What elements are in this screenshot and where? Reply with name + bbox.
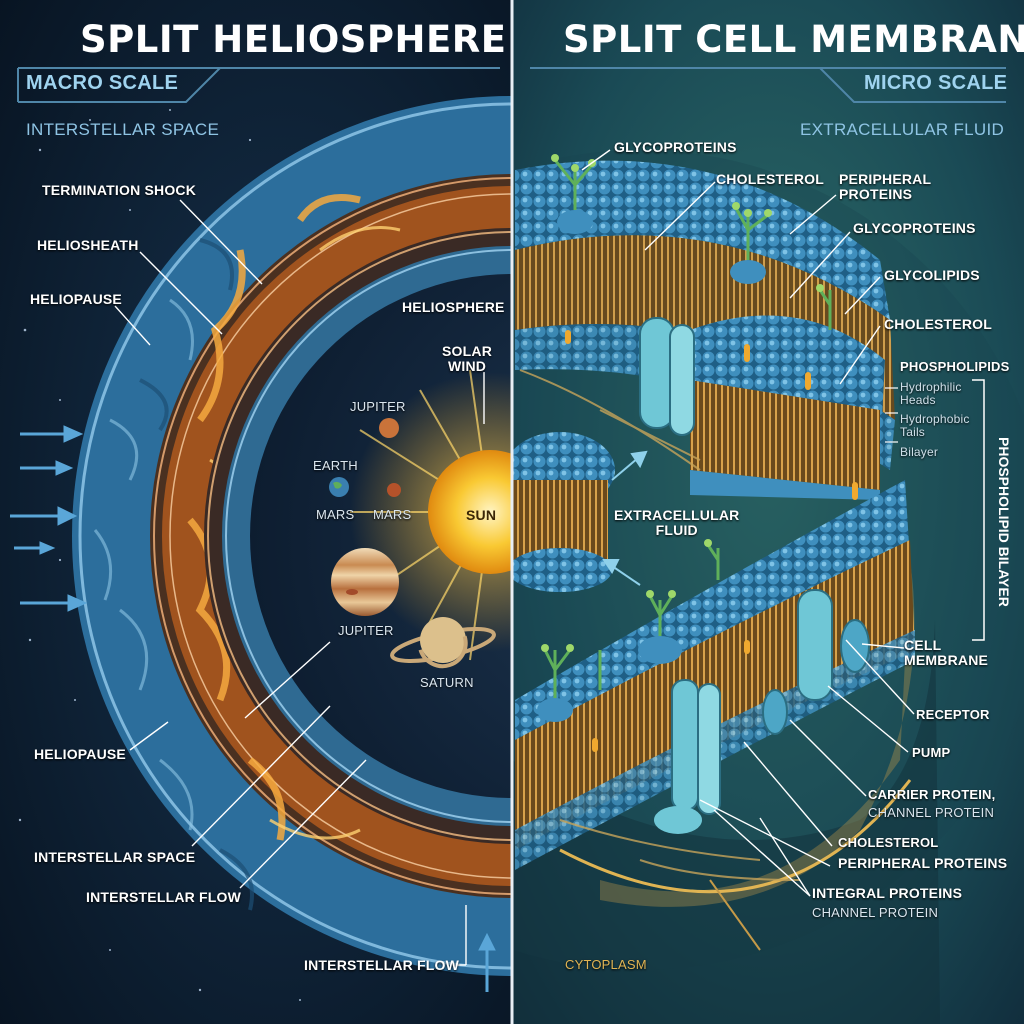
label-sun: SUN <box>466 507 497 523</box>
micro-scale-banner: MICRO SCALE <box>864 72 1008 94</box>
label-glycoproteins-2: GLYCOPROTEINS <box>853 220 976 236</box>
label-bilayer: Bilayer <box>900 445 939 459</box>
label-jupiter-top: JUPITER <box>350 399 406 414</box>
jupiter-small-planet <box>379 418 399 438</box>
label-channel-protein-1: CHANNEL PROTEIN <box>868 805 995 820</box>
label-hydrophobic-tails: Hydrophobic Tails <box>900 412 970 439</box>
label-solar-wind: SOLAR WIND <box>442 343 492 374</box>
label-mars-right: MARS <box>373 507 412 522</box>
label-cytoplasm: CYTOPLASM <box>565 957 647 972</box>
label-cholesterol-1: CHOLESTEROL <box>716 171 824 187</box>
extracellular-fluid-heading: EXTRACELLULAR FLUID <box>800 120 1005 139</box>
label-heliosheath: HELIOSHEATH <box>37 237 139 253</box>
label-earth: EARTH <box>313 458 358 473</box>
label-interstellar-flow-2: INTERSTELLAR FLOW <box>304 957 460 973</box>
label-receptor: RECEPTOR <box>916 707 990 722</box>
label-hydrophilic-heads: Hydrophilic Heads <box>900 380 962 407</box>
label-cell-membrane: CELL MEMBRANE <box>904 637 989 668</box>
label-mars-left: MARS <box>316 507 355 522</box>
label-integral-proteins: INTEGRAL PROTEINS <box>812 885 963 901</box>
label-extracellular-fluid: EXTRACELLULAR FLUID <box>614 507 740 538</box>
right-title: SPLIT CELL MEMBRANE <box>563 18 1024 61</box>
label-glycoproteins-1: GLYCOPROTEINS <box>614 139 737 155</box>
label-interstellar-space: INTERSTELLAR SPACE <box>34 849 196 865</box>
label-peripheral-proteins: PERIPHERAL PROTEINS <box>839 171 932 202</box>
label-glycolipids: GLYCOLIPIDS <box>884 267 980 283</box>
label-jupiter: JUPITER <box>338 623 394 638</box>
label-interstellar-flow-1: INTERSTELLAR FLOW <box>86 889 242 905</box>
interstellar-space-heading: INTERSTELLAR SPACE <box>26 120 220 139</box>
label-carrier-protein: CARRIER PROTEIN, <box>868 787 996 802</box>
macro-scale-banner: MACRO SCALE <box>26 72 179 94</box>
label-heliopause-top: HELIOPAUSE <box>30 291 122 307</box>
label-saturn: SATURN <box>420 675 474 690</box>
label-channel-protein-2: CHANNEL PROTEIN <box>812 905 939 920</box>
label-cholesterol-2: CHOLESTEROL <box>884 316 992 332</box>
label-pump: PUMP <box>912 745 951 760</box>
label-phospholipids: PHOSPHOLIPIDS <box>900 359 1010 374</box>
label-phospholipid-bilayer: PHOSPHOLIPID BILAYER <box>996 437 1012 607</box>
left-title: SPLIT HELIOSPHERE <box>80 18 507 61</box>
label-heliopause-bottom: HELIOPAUSE <box>34 746 126 762</box>
label-termination-shock: TERMINATION SHOCK <box>42 182 197 198</box>
label-peripheral-proteins-2: PERIPHERAL PROTEINS <box>838 855 1008 871</box>
label-cholesterol-3: CHOLESTEROL <box>838 835 939 850</box>
label-heliosphere: HELIOSPHERE <box>402 299 505 315</box>
